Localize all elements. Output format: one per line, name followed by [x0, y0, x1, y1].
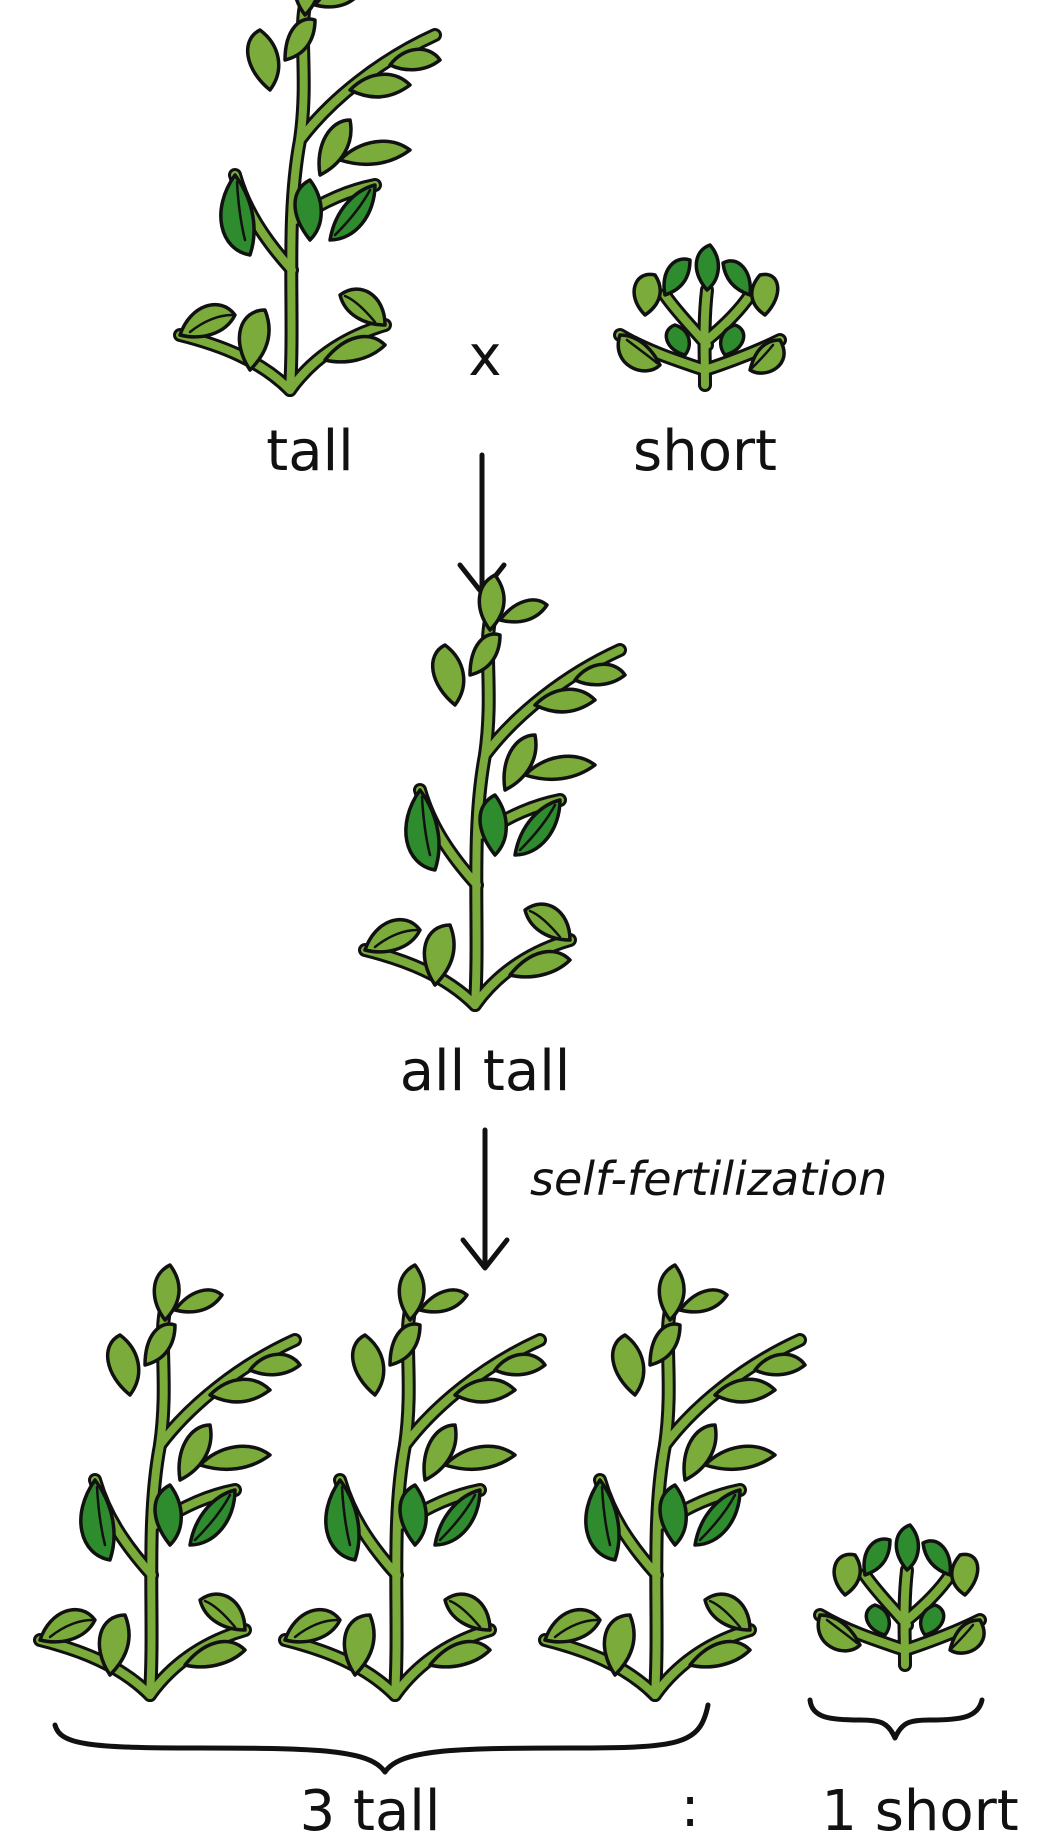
down-arrow-icon: [460, 455, 504, 593]
f2-tall-plant-3: [545, 1265, 805, 1695]
tall-plant-icon: [545, 1265, 805, 1695]
short-plant-icon: [618, 245, 784, 385]
parent-tall-label: tall: [266, 419, 353, 484]
ratio-separator: :: [681, 1775, 700, 1834]
short-plant-icon: [818, 1525, 984, 1665]
tall-plant-icon: [180, 0, 440, 390]
f1-tall-plant: all tall: [365, 575, 625, 1104]
parent-tall-plant: tall: [180, 0, 440, 484]
parent-short-label: short: [633, 419, 777, 484]
process-label: self-fertilization: [530, 1152, 887, 1206]
f1-label: all tall: [400, 1039, 571, 1104]
tall-plant-icon: [285, 1265, 545, 1695]
tall-plant-icon: [40, 1265, 300, 1695]
f2-tall-plant-1: [40, 1265, 300, 1695]
parent-short-plant: short: [618, 245, 784, 484]
down-arrow-icon: [463, 1130, 507, 1268]
curly-brace-icon: [810, 1700, 982, 1738]
f2-short-label: 1 short: [821, 1779, 1018, 1834]
f2-tall-plant-2: [285, 1265, 545, 1695]
f2-tall-label: 3 tall: [300, 1779, 441, 1834]
cross-symbol: x: [468, 324, 501, 389]
curly-brace-icon: [55, 1705, 708, 1772]
f2-short-plant: [818, 1525, 984, 1665]
tall-plant-icon: [365, 575, 625, 1005]
